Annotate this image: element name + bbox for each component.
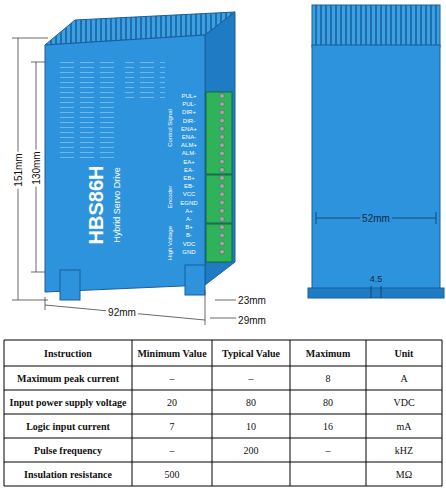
mount-foot: [60, 270, 80, 300]
table-cell: VDC: [393, 397, 414, 408]
table-cell: Pulse frequency: [34, 445, 102, 456]
table-cell: Input power supply voltage: [10, 397, 127, 408]
table-cell: kHZ: [395, 445, 413, 456]
pin-name: B-: [186, 232, 192, 239]
dimension-label: 23mm: [236, 295, 268, 306]
group-label: Control Signal: [167, 109, 174, 147]
drive-front: [45, 35, 205, 292]
table-cell: 10: [246, 421, 256, 432]
side-flange: [308, 288, 444, 298]
table-cell: 20: [167, 397, 177, 408]
pin-name: ALM-: [182, 150, 196, 157]
terminal-block: [206, 224, 232, 262]
terminal-block: [206, 92, 232, 174]
pin-name: ENA-: [182, 134, 196, 141]
pin-name: EGND: [180, 199, 197, 206]
dimension-label: 52mm: [360, 213, 392, 224]
table-cell: mA: [397, 421, 412, 432]
pin-name: VDC: [183, 240, 196, 247]
table-cell: Logic input current: [26, 421, 110, 432]
dimension-label: 92mm: [106, 307, 138, 318]
table-cell: 16: [323, 421, 333, 432]
dimension-label: 29mm: [236, 315, 268, 326]
pin-name: EA-: [184, 167, 194, 174]
table-cell: 500: [165, 469, 180, 480]
dimension-lines: [316, 212, 436, 298]
table-header: Maximum: [306, 348, 350, 359]
dimension-label: 130mm: [31, 149, 42, 186]
pin-name: GND: [182, 249, 195, 256]
dimension-label: 4.5: [368, 275, 385, 285]
table-cell: –: [326, 445, 331, 456]
table-cell: MΩ: [396, 469, 412, 480]
pin-name: DIR-: [183, 117, 195, 124]
product-subtitle: Hybrid Servo Drive: [113, 167, 123, 243]
table-cell: Insulation resistance: [24, 469, 112, 480]
pin-name: A-: [186, 216, 192, 223]
pin-name: A+: [185, 208, 193, 215]
table-cell: Maximum peak current: [17, 373, 119, 384]
pin-name: B+: [185, 224, 193, 231]
table-cell: 80: [246, 397, 256, 408]
pin-name: ALM+: [181, 142, 197, 149]
dimension-lines: [12, 38, 238, 325]
pin-name: DIR+: [182, 109, 196, 116]
pin-name: VCC: [183, 191, 196, 198]
table-cell: 200: [244, 445, 259, 456]
drive-side: [205, 12, 235, 285]
table-header: Instruction: [44, 348, 92, 359]
pin-name: ENA+: [181, 126, 197, 133]
spec-print: [125, 60, 165, 100]
pin-name: PUL+: [181, 93, 196, 100]
terminal-block: [206, 175, 232, 223]
table-cell: –: [170, 445, 175, 456]
pin-name: EB-: [184, 183, 194, 190]
table-cell: A: [400, 373, 407, 384]
table-cell: 7: [170, 421, 175, 432]
table-cell: 8: [326, 373, 331, 384]
mount-foot: [185, 265, 205, 295]
side-heatsink: [312, 5, 440, 47]
product-name: HBS86H: [85, 166, 107, 245]
table-grid: [4, 340, 442, 486]
side-view: [312, 45, 440, 295]
table-header: Unit: [395, 348, 414, 359]
spec-print: [60, 60, 120, 160]
table-header: Typical Value: [222, 348, 280, 359]
terminal-screws: [220, 94, 225, 255]
dimension-label: 151mm: [13, 151, 24, 188]
pin-name: EB+: [183, 175, 195, 182]
table-cell: –: [170, 373, 175, 384]
pin-name: PUL-: [182, 101, 196, 108]
group-label: High Voltage: [167, 226, 174, 260]
pin-name: EA+: [183, 158, 195, 165]
table-cell: 80: [323, 397, 333, 408]
table-cell: –: [249, 373, 254, 384]
table-header: Minimum Value: [137, 348, 206, 359]
group-label: Encoder: [167, 186, 174, 208]
